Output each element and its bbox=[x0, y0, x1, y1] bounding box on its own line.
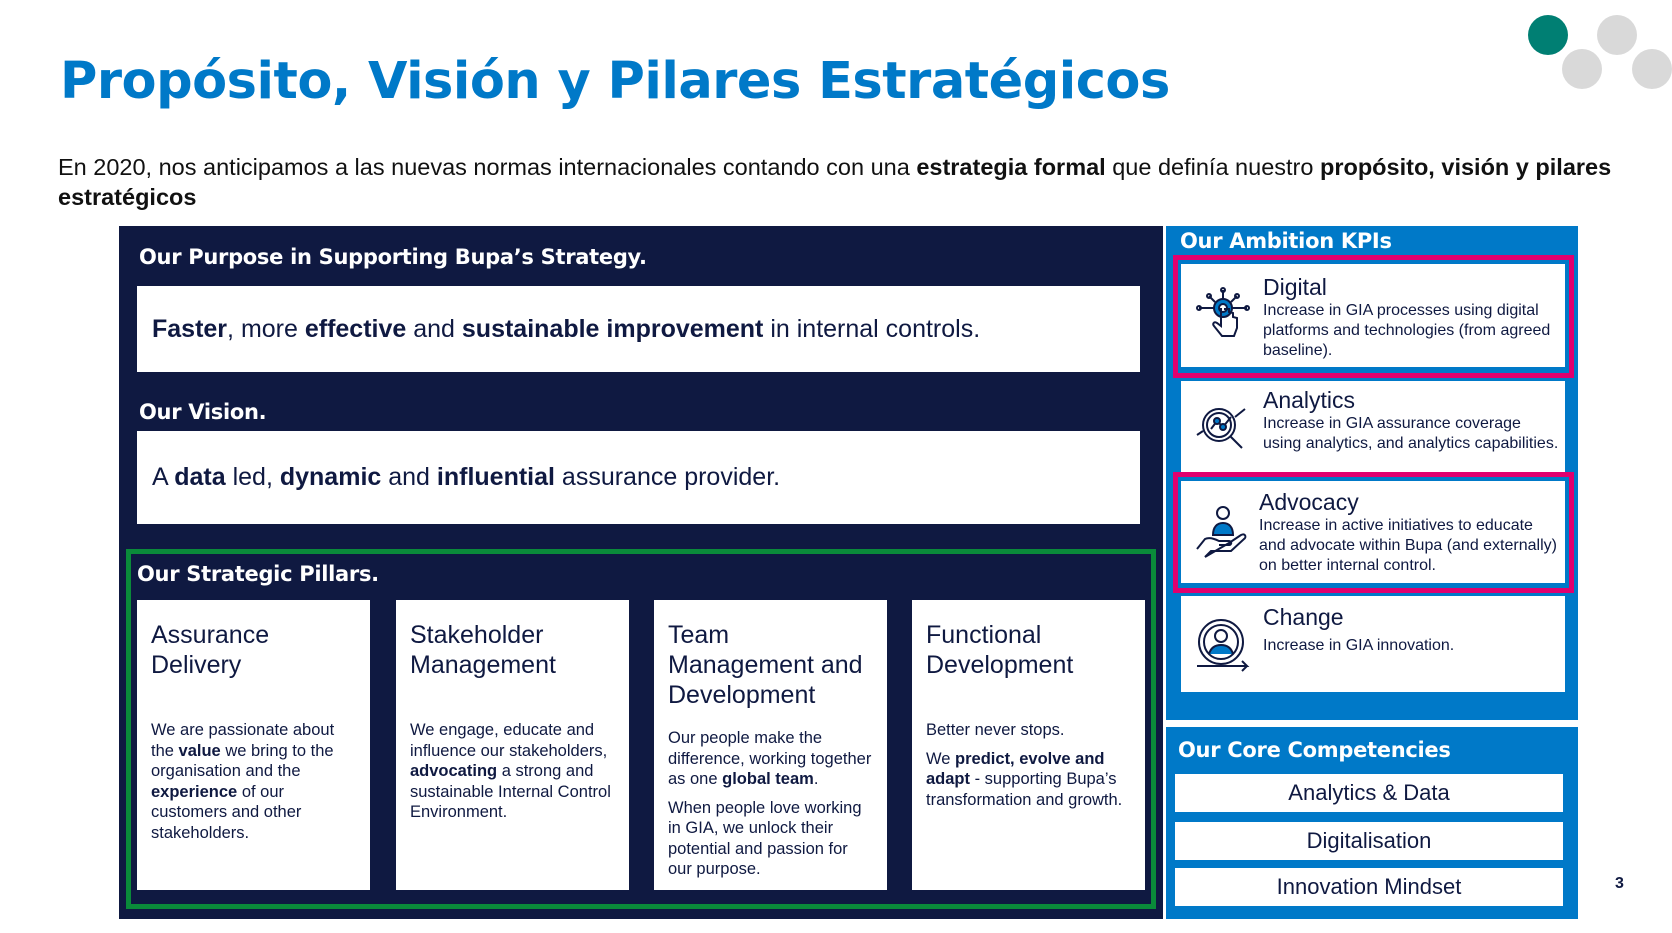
kpi-desc: Increase in active initiatives to educat… bbox=[1259, 517, 1557, 574]
pillar-text: We engage, educate and influence our sta… bbox=[410, 721, 611, 821]
person-cycle-icon bbox=[1197, 619, 1250, 672]
kpi-desc: Increase in GIA processes using digital … bbox=[1263, 302, 1551, 359]
pillar-card: Functional Development Better never stop… bbox=[912, 600, 1145, 890]
pillar-text: Our people make the difference, working … bbox=[668, 729, 872, 788]
pillar-card: Stakeholder Management We engage, educat… bbox=[396, 600, 629, 890]
pillar-text: We predict, evolve and adapt - supportin… bbox=[926, 749, 1123, 809]
kpi-desc: Increase in GIA assurance coverage using… bbox=[1263, 415, 1559, 452]
kpi-title: Advocacy bbox=[1259, 489, 1359, 515]
competency-item: Analytics & Data bbox=[1175, 774, 1563, 812]
decor-dot bbox=[1632, 49, 1672, 89]
kpi-card-advocacy: Advocacy Increase in active initiatives … bbox=[1181, 481, 1565, 583]
decor-dot bbox=[1562, 49, 1602, 89]
kpi-title: Change bbox=[1263, 604, 1344, 630]
pillar-title: Team Management and Development bbox=[668, 621, 863, 709]
pillar-text: We are passionate about the value we bri… bbox=[151, 721, 335, 842]
pillars-heading: Our Strategic Pillars. bbox=[137, 562, 379, 586]
competency-item: Digitalisation bbox=[1175, 822, 1563, 860]
competency-item: Innovation Mindset bbox=[1175, 868, 1563, 906]
pillar-card: Team Management and Development Our peop… bbox=[654, 600, 887, 890]
intro-text: En 2020, nos anticipamos a las nuevas no… bbox=[58, 154, 1612, 210]
decor-dot-teal bbox=[1528, 15, 1568, 55]
kpi-title: Digital bbox=[1263, 274, 1327, 300]
magnifier-chart-icon bbox=[1196, 408, 1246, 449]
purpose-box: Faster, more effective and sustainable i… bbox=[137, 286, 1140, 372]
purpose-heading: Our Purpose in Supporting Bupa’s Strateg… bbox=[139, 245, 647, 269]
pillar-title: Assurance Delivery bbox=[151, 621, 270, 679]
kpi-card-change: Change Increase in GIA innovation. bbox=[1181, 596, 1565, 692]
pillar-title: Stakeholder Management bbox=[410, 621, 556, 679]
vision-heading: Our Vision. bbox=[139, 400, 267, 424]
page-number: 3 bbox=[1615, 875, 1624, 892]
pillar-text: When people love working in GIA, we unlo… bbox=[668, 798, 862, 879]
kpi-heading: Our Ambition KPIs bbox=[1180, 229, 1392, 253]
pillars-highlight-frame bbox=[126, 549, 1156, 909]
page-title: Propósito, Visión y Pilares Estratégicos bbox=[60, 52, 1170, 111]
core-heading: Our Core Competencies bbox=[1178, 738, 1451, 762]
hand-person-icon bbox=[1196, 506, 1247, 558]
vision-box: A data led, dynamic and influential assu… bbox=[137, 431, 1140, 524]
pillar-card: Assurance Delivery We are passionate abo… bbox=[137, 600, 370, 890]
kpi-desc: Increase in GIA innovation. bbox=[1263, 637, 1455, 654]
pillar-text: Better never stops. bbox=[926, 721, 1065, 739]
decor-dot bbox=[1597, 15, 1637, 55]
pillar-title: Functional Development bbox=[926, 621, 1074, 679]
touch-network-icon bbox=[1196, 287, 1250, 337]
kpi-card-analytics: Analytics Increase in GIA assurance cove… bbox=[1181, 381, 1565, 472]
kpi-title: Analytics bbox=[1263, 387, 1356, 413]
kpi-card-digital: Digital Increase in GIA processes using … bbox=[1181, 264, 1565, 367]
